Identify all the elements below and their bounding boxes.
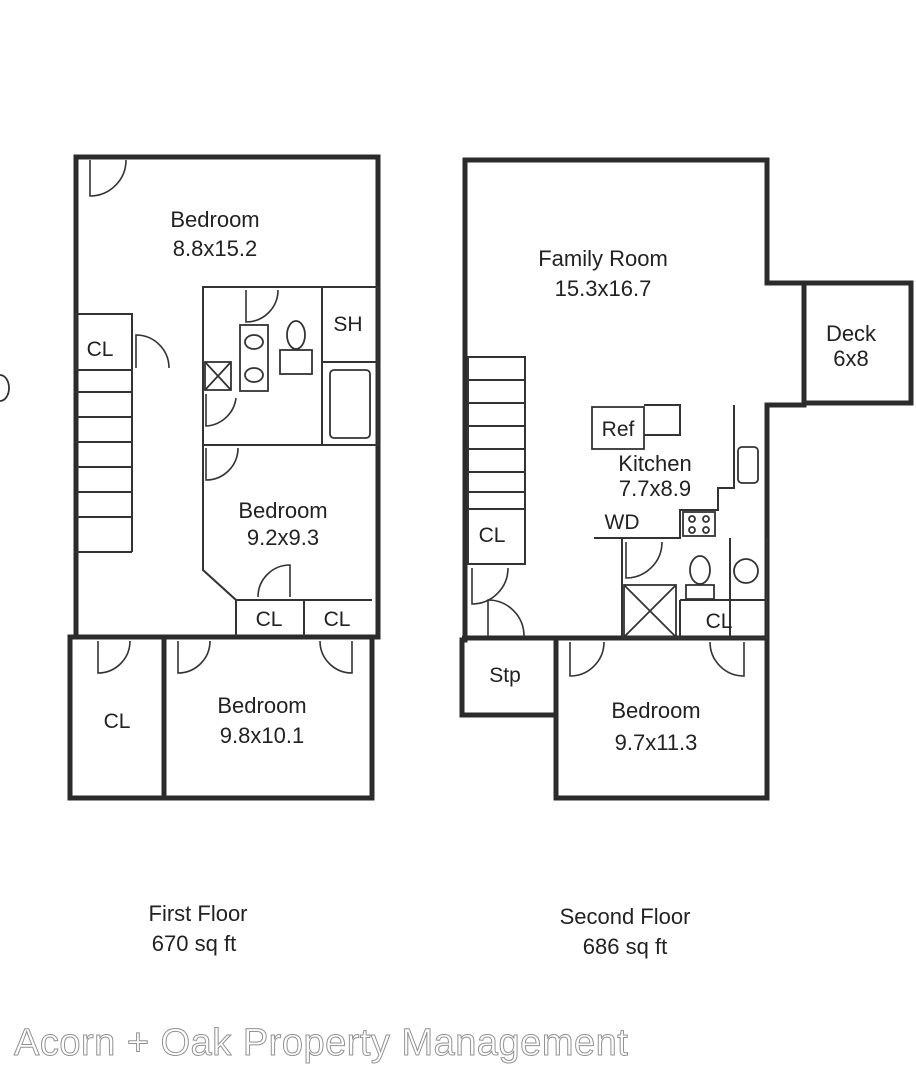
toilet-bowl xyxy=(286,320,306,350)
toilet-bowl-2 xyxy=(689,555,711,585)
door-swing-stair-closet xyxy=(471,567,509,605)
kitchen-counter xyxy=(594,405,735,539)
family-room-size: 15.3x16.7 xyxy=(555,276,652,301)
bath-sink xyxy=(733,558,759,584)
shower-label: SH xyxy=(333,313,362,336)
door-swing-closet-mid xyxy=(257,564,291,598)
bedroom-mid-size: 9.2x9.3 xyxy=(247,525,319,550)
door-swing-closet-left xyxy=(135,334,170,369)
kitchen-upper-cabinet xyxy=(644,404,681,436)
family-room-name: Family Room xyxy=(538,246,668,271)
dishwasher xyxy=(737,446,759,484)
stove xyxy=(682,511,716,537)
stoop-label: Stp xyxy=(489,664,521,687)
bedroom-top-size: 8.8x15.2 xyxy=(173,236,257,261)
first-floor-plan: Bedroom 8.8x15.2 CL SH Bedroom 9.2x9.3 C… xyxy=(0,154,381,801)
bathtub xyxy=(329,369,371,439)
deck xyxy=(801,280,914,406)
bedroom-size: 9.7x11.3 xyxy=(615,730,698,755)
sink-basin-a xyxy=(244,334,264,350)
deck-name: Deck xyxy=(826,321,877,346)
door-swing-bedroom-closet xyxy=(709,641,745,677)
door-swing-bath xyxy=(245,289,279,323)
door-swing-closet-bottom xyxy=(97,640,131,674)
second-floor-stair-treads xyxy=(468,379,525,493)
door-swing-bedroom-bottom xyxy=(177,640,211,674)
sink-vanity xyxy=(239,324,269,392)
refrigerator xyxy=(591,406,645,450)
second-floor-bathroom xyxy=(621,538,768,639)
door-swing-bedroom-bottom-closet xyxy=(319,640,353,674)
closet-left-label: CL xyxy=(87,338,114,361)
second-floor-caption-area: 686 sq ft xyxy=(583,934,667,959)
bedroom-mid-wall xyxy=(202,445,237,637)
closet-mid-a-label: CL xyxy=(256,608,283,631)
bedroom-top-name: Bedroom xyxy=(170,207,259,232)
kitchen-size: 7.7x8.9 xyxy=(619,476,691,501)
shower-stall xyxy=(623,584,677,638)
door-swing-bathroom xyxy=(625,541,663,579)
bedroom-name: Bedroom xyxy=(611,698,700,723)
second-floor-plan: Family Room 15.3x16.7 Deck 6x8 Ref Kitch… xyxy=(459,157,914,801)
washer-dryer-label: WD xyxy=(605,511,640,534)
refrigerator-label: Ref xyxy=(602,418,635,441)
bedroom-bottom-size: 9.8x10.1 xyxy=(220,723,304,748)
door-swing-bedroom xyxy=(569,641,605,677)
toilet-tank-2 xyxy=(685,584,715,600)
closet-mid-b-label: CL xyxy=(324,608,351,631)
door-swing-bedroom-top xyxy=(89,159,127,197)
deck-size: 6x8 xyxy=(833,346,868,371)
door-swing-stoop xyxy=(487,599,525,637)
first-floor-stairs xyxy=(76,369,132,553)
sink-basin-b xyxy=(244,367,264,383)
first-floor-caption-name: First Floor xyxy=(149,901,248,926)
closet-stair-label: CL xyxy=(479,524,506,547)
door-swing-linen xyxy=(205,394,237,427)
closet-stair xyxy=(467,508,526,565)
bedroom-bottom-name: Bedroom xyxy=(217,693,306,718)
closet-bottom-label: CL xyxy=(104,710,131,733)
first-floor-bathroom xyxy=(202,286,379,446)
kitchen-name: Kitchen xyxy=(618,451,691,476)
closet-bath-label: CL xyxy=(706,610,733,633)
linen-closet xyxy=(204,361,232,391)
door-swing-bedroom-mid xyxy=(205,447,239,481)
watermark: Acorn + Oak Property Management xyxy=(13,1022,629,1065)
toilet-tank xyxy=(279,349,313,375)
first-floor-caption-area: 670 sq ft xyxy=(152,931,236,956)
bedroom-mid-name: Bedroom xyxy=(238,498,327,523)
second-floor-caption-name: Second Floor xyxy=(560,904,691,929)
